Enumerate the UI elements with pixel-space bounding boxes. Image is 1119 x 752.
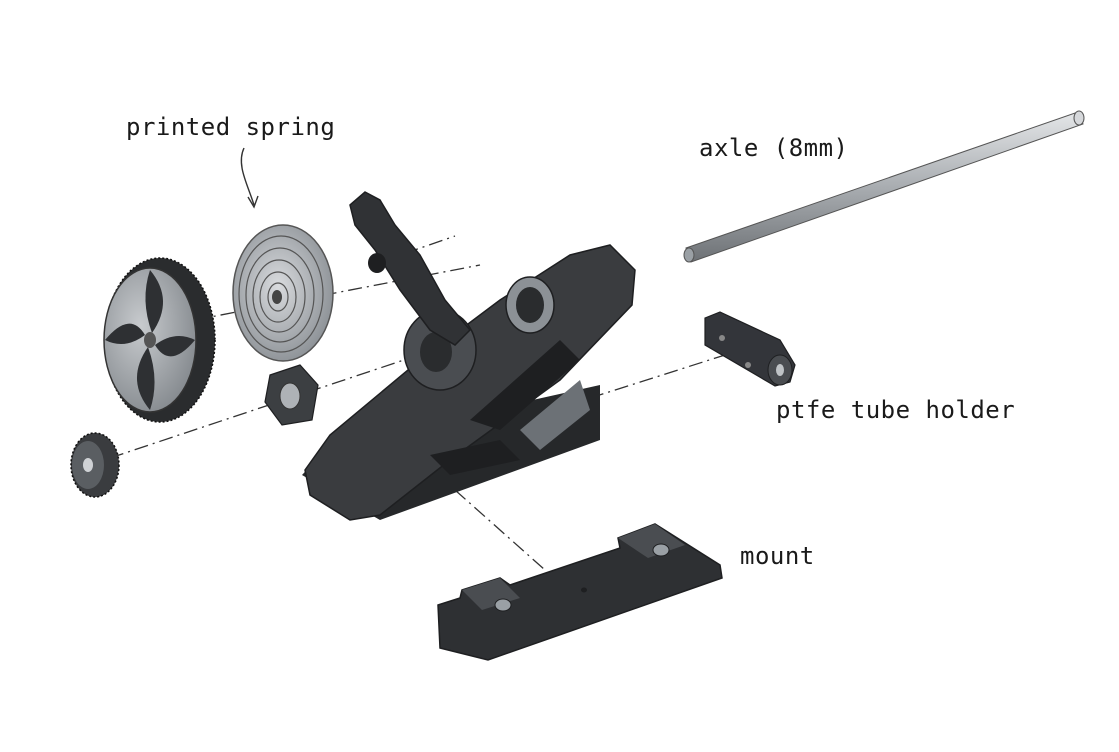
ptfe-holder-part [704, 311, 796, 387]
printed-spring-label: printed spring [126, 113, 336, 141]
axis-line-mount [454, 489, 546, 571]
gear-wheel-part [103, 257, 216, 423]
mount-label: mount [740, 542, 815, 570]
axis-line-ptfe [589, 354, 726, 399]
spring-arrow [240, 147, 259, 209]
axle-label: axle (8mm) [699, 134, 849, 162]
axle-part [683, 110, 1085, 263]
knob-part [70, 432, 120, 498]
nut-part [264, 364, 319, 426]
mount-part [437, 523, 723, 661]
printed-spring-part [232, 224, 334, 362]
axis-line-spring [194, 264, 481, 321]
ptfe-tube-holder-label: ptfe tube holder [776, 396, 1016, 424]
frame-part [302, 191, 636, 521]
